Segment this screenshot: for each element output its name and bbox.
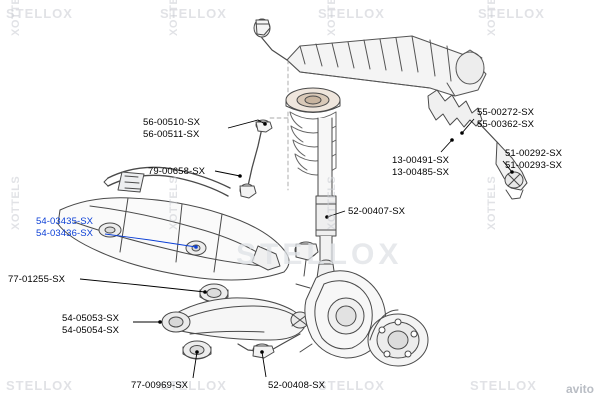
label-79-00658: 79-00658-SX	[148, 166, 205, 178]
label-51-00292-line-1: 51-00293-SX	[505, 159, 563, 171]
label-52-00407-endpoint	[325, 215, 329, 219]
label-55-00272-line-0: 55-00272-SX	[477, 107, 535, 118]
subframe	[57, 197, 290, 281]
label-13-00491-endpoint	[450, 138, 454, 142]
strut-assembly	[285, 87, 341, 279]
label-52-00408-line-0: 52-00408-SX	[268, 380, 326, 391]
label-13-00491-line-1: 13-00485-SX	[392, 166, 450, 178]
label-51-00292-endpoint	[510, 170, 514, 174]
label-54-03435-endpoint	[194, 245, 198, 249]
label-51-00292-line-0: 51-00292-SX	[505, 148, 563, 159]
label-54-05053-line-0: 54-05053-SX	[62, 313, 120, 324]
label-79-00658-endpoint	[238, 174, 242, 178]
coil-spring	[289, 111, 337, 176]
label-54-03435-line-1: 54-03436-SX	[36, 227, 94, 239]
label-77-00969-line-0: 77-00969-SX	[131, 380, 189, 391]
ball-joint-front	[182, 340, 212, 360]
label-52-00407: 52-00407-SX	[348, 206, 405, 218]
label-55-00272-endpoint	[460, 131, 464, 135]
label-56-00510-line-1: 56-00511-SX	[143, 128, 200, 140]
steering-knuckle	[295, 270, 386, 359]
leader-endpoints	[158, 122, 514, 354]
label-52-00407-leader	[326, 210, 346, 218]
label-77-00969-endpoint	[195, 350, 199, 354]
label-77-01255: 77-01255-SX	[8, 274, 65, 286]
label-55-00272-line-1: 55-00362-SX	[477, 118, 535, 130]
label-79-00658-leader	[214, 170, 241, 177]
stabilizer-bar	[103, 166, 231, 197]
bushing-rear	[199, 283, 229, 303]
inner-tie-rod	[253, 18, 288, 61]
label-52-00408-endpoint	[260, 350, 264, 354]
label-54-03435-line-0: 54-03435-SX	[36, 216, 94, 227]
label-56-00510-line-0: 56-00510-SX	[143, 117, 201, 128]
label-54-03435-leader	[104, 233, 197, 248]
label-56-00510-leader	[227, 119, 266, 129]
label-54-05053-endpoint	[158, 320, 162, 324]
label-56-00510-endpoint	[263, 122, 267, 126]
label-77-00969: 77-00969-SX	[131, 380, 188, 392]
label-13-00491-line-0: 13-00491-SX	[392, 155, 450, 166]
label-52-00408-leader	[261, 351, 267, 378]
label-52-00408: 52-00408-SX	[268, 380, 325, 392]
label-51-00292-leader	[502, 160, 513, 173]
steering-rack	[286, 35, 487, 97]
label-77-01255-line-0: 77-01255-SX	[8, 274, 66, 285]
wheel-hub	[367, 309, 429, 367]
lower-control-arm	[161, 297, 310, 341]
leader-lines	[79, 118, 513, 379]
alignment-guides	[269, 59, 289, 191]
label-13-00491-leader	[440, 139, 453, 153]
tie-rod-end-right	[477, 121, 528, 200]
label-54-05053-line-1: 54-05054-SX	[62, 324, 120, 336]
label-55-00272-leader	[461, 118, 475, 134]
avito-watermark: avito	[565, 382, 594, 396]
stabilizer-link	[239, 119, 273, 199]
label-52-00407-line-0: 52-00407-SX	[348, 206, 406, 217]
label-77-00969-leader	[192, 351, 198, 379]
label-77-01255-endpoint	[203, 290, 207, 294]
label-77-01255-leader	[79, 278, 206, 293]
label-79-00658-line-0: 79-00658-SX	[148, 166, 206, 177]
ball-joint-upper	[294, 241, 319, 277]
